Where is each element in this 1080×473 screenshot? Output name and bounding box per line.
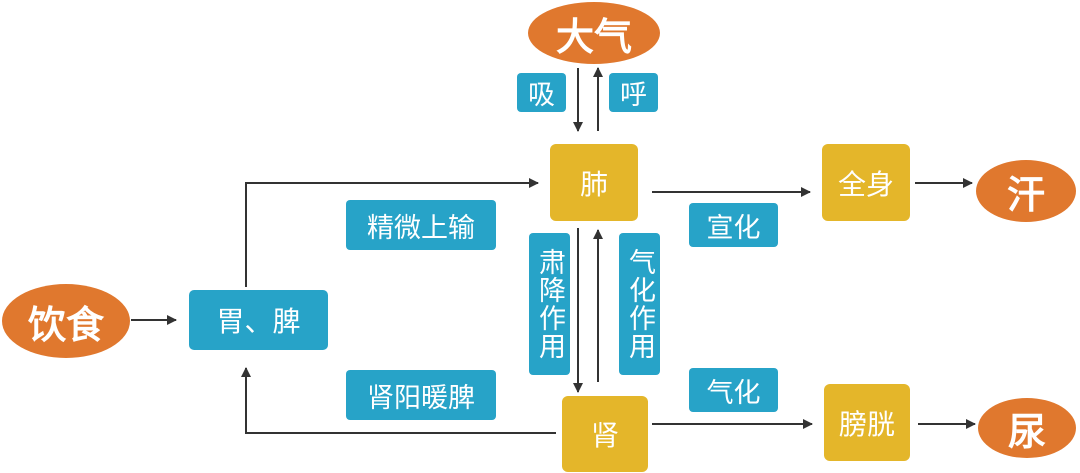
- node-bladder: 膀胱: [824, 384, 910, 461]
- label-qi-transform: 气化: [689, 368, 778, 412]
- label-disperse: 宣化: [689, 203, 778, 247]
- node-stomach-spleen: 胃、脾: [189, 290, 328, 350]
- node-sweat: 汗: [976, 160, 1076, 222]
- label-qi-action: 气化作用: [619, 233, 660, 375]
- label-descend: 肃降作用: [529, 233, 570, 375]
- node-lung: 肺: [550, 144, 638, 221]
- label-exhale: 呼: [609, 73, 658, 112]
- node-urine: 尿: [978, 398, 1076, 458]
- label-inhale: 吸: [517, 73, 566, 112]
- node-atmosphere: 大气: [528, 2, 660, 64]
- node-diet: 饮食: [2, 284, 130, 358]
- node-whole-body: 全身: [822, 144, 910, 221]
- arrow-kidney-to-stomach: [241, 367, 556, 434]
- label-kidney-yang: 肾阳暖脾: [346, 370, 496, 420]
- arrow-stomach-to-lung: [245, 178, 539, 287]
- label-essence-up: 精微上输: [346, 200, 496, 250]
- node-kidney: 肾: [562, 396, 648, 472]
